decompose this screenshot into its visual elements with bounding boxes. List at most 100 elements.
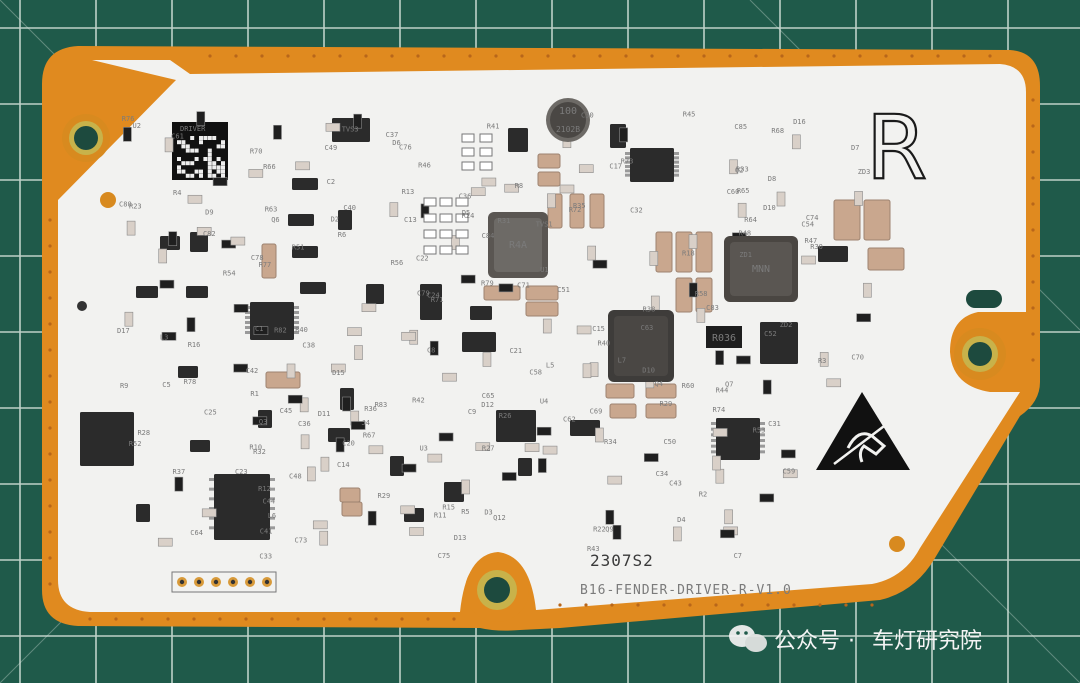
qr-cell	[203, 136, 208, 140]
ic-lead	[294, 331, 299, 334]
qr-cell	[221, 144, 225, 149]
ic-package	[292, 246, 318, 258]
via	[468, 54, 472, 58]
ic-lead	[760, 427, 765, 431]
via	[688, 603, 692, 607]
passive	[715, 468, 725, 484]
refdes-label: C43	[669, 479, 682, 487]
resistor-array-cell	[455, 229, 469, 239]
qr-cell	[199, 173, 203, 178]
passive	[331, 363, 346, 373]
via	[48, 530, 52, 534]
resistor-array-cell	[479, 161, 493, 171]
ic-lead	[270, 487, 275, 491]
header-pin-hole	[247, 579, 253, 585]
passive	[582, 363, 592, 379]
refdes-label: C70	[851, 353, 864, 361]
via	[650, 54, 654, 58]
refdes-label: R64	[744, 216, 757, 224]
refdes-label: ZD1	[739, 251, 752, 259]
refdes-label: D7	[851, 144, 859, 152]
capacitor	[537, 171, 561, 187]
passive	[792, 134, 801, 150]
capacitor	[695, 231, 713, 273]
ic-lead	[294, 311, 299, 314]
refdes-label: R31	[498, 217, 511, 225]
via	[572, 54, 576, 58]
refdes-label: R3	[818, 357, 826, 365]
ic-lead	[209, 487, 214, 491]
via	[48, 556, 52, 560]
passive	[400, 505, 416, 515]
passive	[524, 443, 540, 452]
ic-lead	[674, 160, 679, 164]
passive	[196, 111, 206, 126]
header-pin-hole	[213, 579, 219, 585]
via	[728, 54, 732, 58]
qr-cell	[181, 140, 186, 145]
qr-cell	[221, 161, 225, 166]
resistor-array-cell	[423, 213, 437, 223]
passive	[335, 437, 345, 453]
refdes-label: D5	[462, 209, 470, 217]
passive	[347, 327, 362, 336]
ic-lead	[270, 507, 275, 510]
refdes-label: Q3	[259, 418, 267, 426]
inductor-l5: R4A	[488, 212, 548, 278]
capacitor	[609, 403, 637, 419]
qr-cell	[207, 169, 212, 174]
refdes-label: C40	[343, 204, 356, 212]
refdes-label: R1	[250, 390, 258, 398]
header-pin-hole	[264, 579, 270, 585]
via	[910, 54, 914, 58]
refdes-label: R41	[487, 122, 500, 130]
ic-lead	[245, 326, 250, 329]
passive	[429, 340, 439, 356]
ic-package	[292, 178, 318, 190]
passive	[174, 476, 184, 492]
refdes-label: C84	[482, 232, 495, 240]
ic-package	[462, 332, 496, 352]
qr-cell	[177, 165, 181, 170]
passive	[389, 202, 399, 217]
passive	[320, 456, 330, 472]
resistor-array-cell	[423, 245, 437, 255]
refdes-label: R35	[573, 202, 586, 210]
passive	[233, 363, 248, 373]
refdes-label: C76	[399, 144, 412, 152]
refdes-label: C13	[404, 216, 417, 224]
refdes-label: C41	[260, 528, 273, 536]
ic-lead	[711, 444, 716, 448]
refdes-label: C44	[262, 497, 275, 505]
via	[662, 603, 666, 607]
passive	[451, 235, 460, 250]
refdes-label: C25	[204, 408, 217, 416]
ic-package	[328, 428, 350, 442]
via	[1031, 124, 1035, 128]
resistor-r36-value: R036	[712, 333, 736, 344]
ic-package	[338, 210, 352, 230]
refdes-label: R71	[431, 296, 444, 304]
capacitor	[675, 231, 693, 273]
refdes-label: C75	[438, 552, 451, 560]
refdes-label: J4	[362, 419, 370, 427]
refdes-label: C23	[235, 468, 248, 476]
via	[818, 603, 822, 607]
via	[364, 54, 368, 58]
via	[426, 617, 430, 621]
via	[48, 270, 52, 274]
passive	[759, 493, 775, 503]
ic-package	[190, 440, 210, 452]
via	[714, 603, 718, 607]
via	[806, 54, 810, 58]
passive	[273, 124, 282, 140]
via	[1031, 280, 1035, 284]
via	[166, 617, 170, 621]
refdes-label: Q12	[493, 514, 506, 522]
refdes-label: U3	[419, 445, 427, 453]
mounting-hole-bottom	[465, 558, 529, 622]
ic-package	[470, 306, 492, 320]
via	[988, 54, 992, 58]
capacitor	[645, 403, 677, 419]
